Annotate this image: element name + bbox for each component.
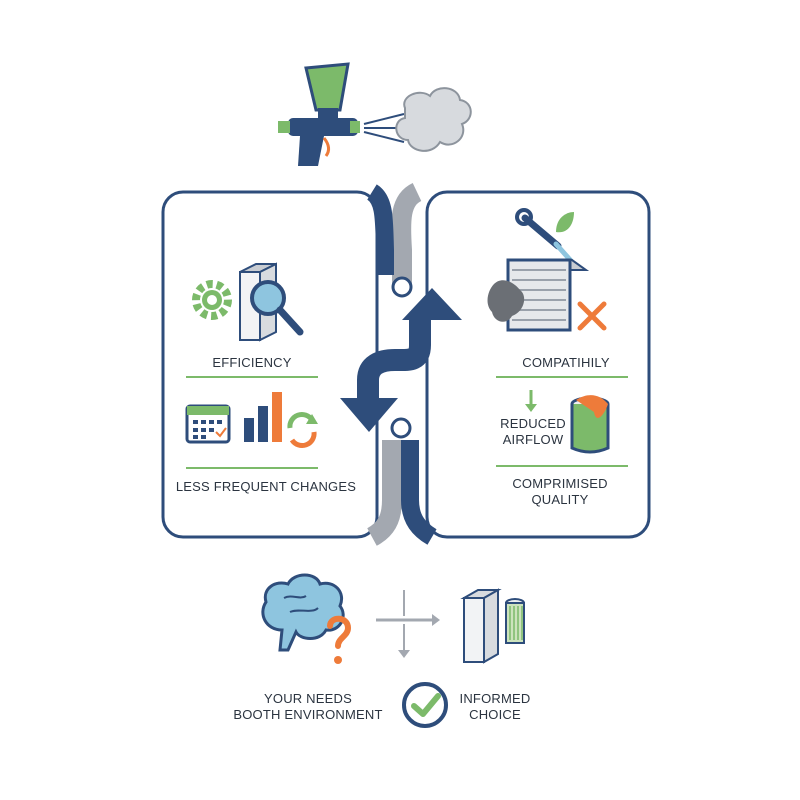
gear-icon — [192, 280, 232, 320]
compromised-quality-line1: COMPRIMISED — [512, 476, 608, 491]
junction-bottom-icon — [390, 417, 412, 439]
less-frequent-changes-label: LESS FREQUENT CHANGES — [175, 479, 357, 494]
informed-choice-line2: CHOICE — [469, 707, 521, 722]
your-needs-line1: YOUR NEEDS — [264, 691, 352, 706]
junction-top-icon — [391, 276, 413, 298]
paint-can-icon — [570, 395, 610, 454]
refresh-icon — [287, 412, 318, 448]
spray-cloud-icon — [395, 87, 472, 152]
right-divider-bottom — [496, 465, 628, 467]
compromised-quality-line2: QUALITY — [531, 492, 589, 507]
informed-choice-line1: INFORMED — [459, 691, 531, 706]
magnifier-icon — [250, 280, 304, 336]
exchange-arrow-icon — [340, 288, 462, 432]
reduced-airflow-line1: REDUCED — [500, 416, 566, 431]
left-divider-top — [186, 376, 318, 378]
compromised-quality-label: COMPRIMISED QUALITY — [490, 476, 630, 508]
clogged-filter-icon — [487, 258, 590, 332]
down-arrow-icon — [525, 390, 537, 412]
reduced-airflow-line2: AIRFLOW — [502, 432, 564, 447]
right-divider-top — [496, 376, 628, 378]
informed-choice-label: INFORMED CHOICE — [450, 691, 540, 723]
your-needs-line2: BOOTH ENVIRONMENT — [233, 707, 383, 722]
your-needs-label: YOUR NEEDS BOOTH ENVIRONMENT — [226, 691, 390, 723]
spray-gun-icon — [278, 62, 406, 166]
bar-chart-icon — [244, 392, 282, 442]
calendar-icon — [185, 404, 231, 444]
efficiency-label: EFFICIENCY — [212, 355, 292, 370]
reduced-airflow-label: REDUCED AIRFLOW — [488, 416, 578, 448]
direction-arrows-icon — [376, 590, 440, 658]
filter-options-icon — [460, 588, 525, 664]
leaf-icon — [556, 212, 574, 233]
check-circle-icon — [402, 682, 448, 728]
x-mark-icon — [577, 301, 607, 331]
compatibility-label: COMPATIHILY — [522, 355, 610, 370]
left-divider-bottom — [186, 467, 318, 469]
brain-icon — [261, 573, 345, 652]
question-mark-icon — [327, 615, 352, 664]
flow-paths — [366, 182, 437, 546]
